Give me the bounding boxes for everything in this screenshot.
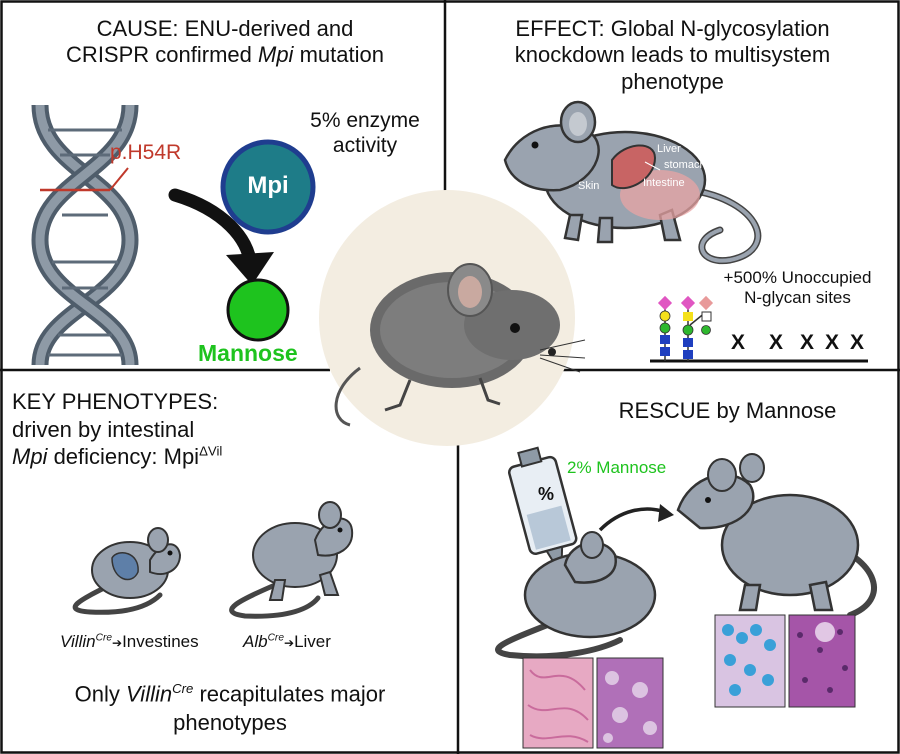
cause-title-line2-pre: CRISPR confirmed <box>66 42 258 68</box>
villin-cre-sup: Cre <box>95 632 113 644</box>
villin-target: Investines <box>122 632 199 651</box>
mannose-circle <box>226 278 290 342</box>
phenotypes-gene: Mpi <box>12 444 48 469</box>
cause-title: CAUSE: ENU-derived and CRISPR confirmed … <box>10 16 440 69</box>
unoccupied-site-4: X <box>825 331 840 354</box>
unoccupied-site-5: X <box>850 331 865 354</box>
glycan-line1: +500% Unoccupied <box>723 268 872 287</box>
phenotypes-title-line2: driven by intestinal <box>12 416 195 442</box>
phenotypes-title-sup: ΔVil <box>199 443 223 459</box>
effect-mouse-icon <box>503 100 762 265</box>
alb-cre-label: AlbCre➔Liver <box>243 632 331 652</box>
mpi-enzyme-circle <box>220 139 316 235</box>
alb-arrow: ➔ <box>284 636 295 650</box>
summary-pre: Only <box>74 681 127 707</box>
glycan-tree-2 <box>680 295 714 361</box>
organ-stomach-label: stomach <box>664 159 706 171</box>
summary-cre-sup: Cre <box>172 681 194 696</box>
rescue-arrow-icon <box>598 504 674 532</box>
villin-driver: Villin <box>60 632 96 651</box>
organ-intestine-label: Intestine <box>643 177 685 189</box>
phenotypes-title-line3: deficiency: Mpi <box>47 444 200 469</box>
enzyme-activity-line2: activity <box>332 134 398 158</box>
cause-title-gene: Mpi <box>258 42 294 68</box>
treated-mouse-icon <box>495 531 657 660</box>
effect-title-line2: knockdown leads to multisystem <box>514 42 831 68</box>
cause-title-line1: CAUSE: ENU-derived and <box>96 16 354 41</box>
histology-after <box>714 614 856 708</box>
alb-cre-sup: Cre <box>267 632 284 644</box>
villin-arrow: ➔ <box>112 636 123 650</box>
dna-helix-icon <box>31 104 139 366</box>
cause-title-line2-post: mutation <box>293 42 384 68</box>
glycan-tree-1 <box>657 295 673 361</box>
summary-driver: Villin <box>126 681 173 707</box>
glycan-sites-label: +500% Unoccupied N-glycan sites <box>700 268 895 309</box>
enzyme-activity-label: 5% enzyme activity <box>290 108 440 158</box>
summary-post: recapitulates major <box>193 681 386 707</box>
mutation-label: p.H54R <box>110 141 182 164</box>
glycan-line2: N-glycan sites <box>744 288 851 308</box>
center-mouse-illustration <box>319 190 586 446</box>
unoccupied-site-3: X <box>800 331 815 354</box>
effect-title-line1: EFFECT: Global N-glycosylation <box>515 16 830 41</box>
bottle-label: 2% Mannose <box>567 458 667 477</box>
rescued-mouse-icon <box>676 453 877 618</box>
unoccupied-site-2: X <box>769 331 784 354</box>
conversion-arrow-icon <box>168 188 274 285</box>
glycan-diagram <box>650 295 868 363</box>
unoccupied-site-1: X <box>731 331 746 354</box>
bottle-symbol: % <box>538 484 555 504</box>
alb-driver: Alb <box>243 632 268 651</box>
histology-before <box>522 657 664 749</box>
summary-line2: phenotypes <box>173 709 287 735</box>
rescue-title: RESCUE by Mannose <box>618 398 837 423</box>
villin-mouse-icon <box>72 527 182 615</box>
effect-title: EFFECT: Global N-glycosylation knockdown… <box>450 16 895 95</box>
organ-skin-label: Skin <box>578 180 600 192</box>
alb-target: Liver <box>294 632 331 651</box>
alb-mouse-icon <box>229 501 354 619</box>
phenotypes-summary: Only VillinCre recapitulates major pheno… <box>10 680 450 738</box>
organ-liver-label: Liver <box>657 143 681 155</box>
phenotypes-title-line1: KEY PHENOTYPES: <box>12 389 219 414</box>
mpi-enzyme-label: Mpi <box>247 172 289 199</box>
mannose-label: Mannose <box>198 340 298 366</box>
effect-title-line3: phenotype <box>621 68 724 94</box>
phenotypes-title: KEY PHENOTYPES: driven by intestinal Mpi… <box>12 388 332 471</box>
enzyme-activity-line1: 5% enzyme <box>310 109 420 132</box>
villin-cre-label: VillinCre➔Investines <box>60 632 199 652</box>
